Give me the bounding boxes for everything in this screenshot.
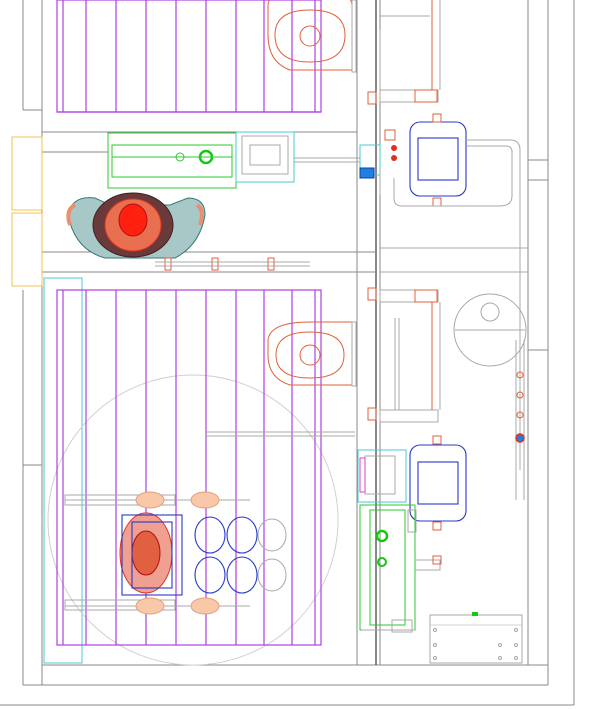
door-frames-left: [11, 136, 43, 287]
green-grab-bar-upper: [107, 132, 237, 189]
outer-walls: [0, 0, 575, 706]
upper-grab-rails-right: [367, 0, 441, 105]
wheelchair: [64, 491, 287, 615]
wall-fixtures: [155, 257, 310, 271]
lower-sink: [267, 321, 357, 387]
shower-drain-circle: [453, 293, 527, 367]
upper-bed-frame: [56, 0, 322, 113]
central-partition: [41, 0, 381, 665]
green-grab-bar-lower: [359, 504, 442, 633]
corner-cabinet: [429, 612, 523, 664]
upper-toilet: [235, 131, 360, 183]
turning-circle: [47, 374, 339, 666]
lower-grab-rails-right: [367, 287, 441, 423]
person-top-view: [66, 192, 206, 259]
upper-plumbing: [359, 129, 521, 470]
upper-toilet-right: [409, 113, 467, 207]
lower-left-highlight: [43, 277, 83, 664]
lower-toilet: [357, 435, 467, 531]
upper-sink: [267, 0, 357, 73]
lower-bed-frame: [56, 289, 355, 646]
right-room-rails: [379, 15, 528, 273]
vertical-pipe-right: [515, 340, 525, 500]
